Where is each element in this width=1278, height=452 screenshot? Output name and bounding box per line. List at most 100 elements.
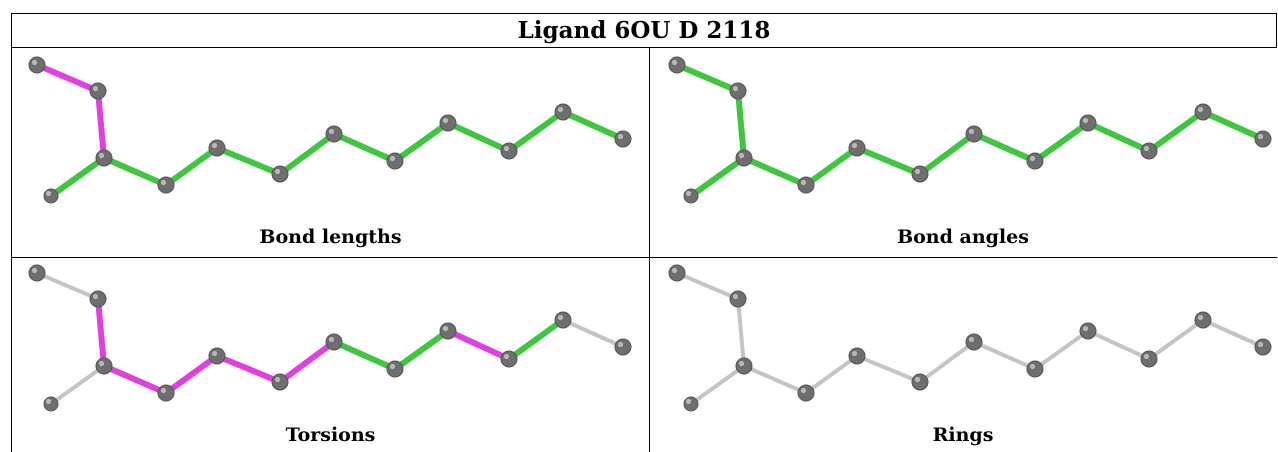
atom-highlight-rings-4: [800, 387, 807, 394]
bond-rings-9: [1086, 329, 1151, 361]
atom-torsions-1: [89, 290, 107, 308]
atom-highlight-torsions-6: [274, 376, 281, 383]
atom-highlight-rings-0: [671, 267, 678, 274]
atom-highlight-rings-9: [1082, 325, 1089, 332]
atom-rings-11: [1194, 311, 1212, 329]
bond-bond-lengths-7: [331, 131, 398, 164]
bond-bond-angles-4: [803, 145, 860, 188]
table-left-border: [11, 13, 12, 452]
atom-bond-angles-1: [729, 82, 747, 100]
atom-torsions-8: [386, 360, 404, 378]
molecule-bond-lengths: [28, 56, 632, 204]
panel-torsions: Torsions: [12, 258, 649, 452]
atom-highlight-bond-angles-5: [851, 142, 858, 149]
atom-highlight-torsions-1: [92, 293, 99, 300]
atom-bond-lengths-3: [43, 188, 59, 204]
bond-rings-5: [855, 354, 922, 384]
atom-bond-angles-9: [1079, 114, 1097, 132]
atom-torsions-6: [271, 373, 289, 391]
atom-bond-lengths-12: [614, 130, 632, 148]
caption-rings: Rings: [932, 424, 994, 446]
atom-highlight-bond-lengths-5: [211, 142, 218, 149]
atom-highlight-torsions-3: [45, 398, 52, 405]
atom-highlight-bond-lengths-9: [442, 117, 449, 124]
atom-torsions-2: [95, 357, 113, 375]
atom-highlight-bond-angles-9: [1082, 117, 1089, 124]
bond-bond-lengths-10: [506, 109, 566, 154]
atom-torsions-11: [554, 311, 572, 329]
atom-highlight-torsions-12: [617, 341, 624, 348]
atom-highlight-rings-7: [968, 336, 975, 343]
title-divider: [11, 47, 1277, 48]
bond-bond-angles-2: [688, 155, 747, 199]
bond-bond-lengths-0: [34, 62, 101, 94]
bond-bond-lengths-3: [101, 155, 169, 188]
caption-torsions: Torsions: [285, 424, 376, 446]
bond-bond-angles-3: [741, 155, 809, 188]
bond-bond-lengths-9: [445, 120, 512, 154]
atom-highlight-bond-lengths-7: [328, 128, 335, 135]
atom-highlight-bond-angles-11: [1197, 106, 1204, 113]
atom-bond-angles-10: [1140, 142, 1158, 160]
atom-torsions-4: [157, 384, 175, 402]
atom-highlight-rings-1: [732, 293, 739, 300]
atom-bond-angles-4: [797, 176, 815, 194]
atom-torsions-12: [614, 338, 632, 356]
atom-rings-10: [1140, 350, 1158, 368]
bond-torsions-1: [95, 296, 107, 369]
atom-bond-lengths-8: [386, 152, 404, 170]
atom-highlight-rings-11: [1197, 314, 1204, 321]
atom-torsions-0: [28, 264, 46, 282]
bond-bond-lengths-11: [560, 109, 626, 142]
atom-highlight-rings-5: [851, 350, 858, 357]
atom-highlight-rings-12: [1257, 341, 1264, 348]
atom-bond-angles-8: [1026, 152, 1044, 170]
bond-torsions-7: [331, 339, 398, 372]
atom-torsions-3: [43, 396, 59, 412]
atom-highlight-rings-10: [1143, 353, 1150, 360]
bond-torsions-9: [445, 328, 512, 362]
atom-torsions-5: [208, 347, 226, 365]
atom-highlight-bond-angles-4: [800, 179, 807, 186]
bond-rings-3: [742, 364, 808, 395]
bond-torsions-8: [392, 328, 451, 372]
atom-highlight-rings-6: [914, 376, 921, 383]
bond-torsions-5: [214, 353, 283, 385]
atom-bond-lengths-9: [439, 114, 457, 132]
atom-rings-5: [848, 347, 866, 365]
atom-highlight-bond-lengths-6: [274, 168, 281, 175]
bond-bond-angles-10: [1146, 109, 1206, 154]
panel-rings: Rings: [650, 258, 1276, 452]
atom-highlight-bond-lengths-11: [557, 106, 564, 113]
caption-bond-angles: Bond angles: [897, 226, 1029, 248]
atom-highlight-torsions-4: [160, 387, 167, 394]
bond-bond-lengths-8: [392, 120, 451, 164]
molecule-bond-angles: [668, 56, 1272, 204]
atom-highlight-bond-lengths-8: [389, 155, 396, 162]
atom-highlight-torsions-11: [557, 314, 564, 321]
bond-rings-8: [1033, 329, 1090, 371]
table-top-border: [11, 13, 1277, 14]
bond-rings-6: [918, 340, 976, 384]
atom-highlight-bond-angles-6: [914, 168, 921, 175]
molecule-rings: [668, 264, 1272, 412]
bond-rings-0: [675, 271, 740, 301]
atom-bond-lengths-6: [271, 165, 289, 183]
bond-torsions-11: [561, 318, 625, 349]
atom-highlight-torsions-2: [98, 360, 105, 367]
atom-highlight-rings-2: [738, 360, 745, 367]
atom-highlight-bond-lengths-12: [617, 133, 624, 140]
panel-bond-lengths: Bond lengths: [12, 48, 649, 257]
atom-torsions-7: [325, 333, 343, 351]
atom-rings-1: [729, 290, 747, 308]
bond-rings-2: [689, 364, 746, 406]
atom-rings-6: [911, 373, 929, 391]
bond-bond-angles-11: [1200, 109, 1266, 142]
atom-highlight-bond-angles-12: [1257, 133, 1264, 140]
bond-torsions-10: [506, 317, 566, 362]
molecule-torsions: [28, 264, 632, 412]
atom-bond-angles-7: [965, 125, 983, 143]
bond-bond-angles-7: [971, 131, 1038, 164]
atom-highlight-bond-angles-1: [732, 85, 739, 92]
atom-highlight-bond-lengths-3: [45, 190, 52, 197]
